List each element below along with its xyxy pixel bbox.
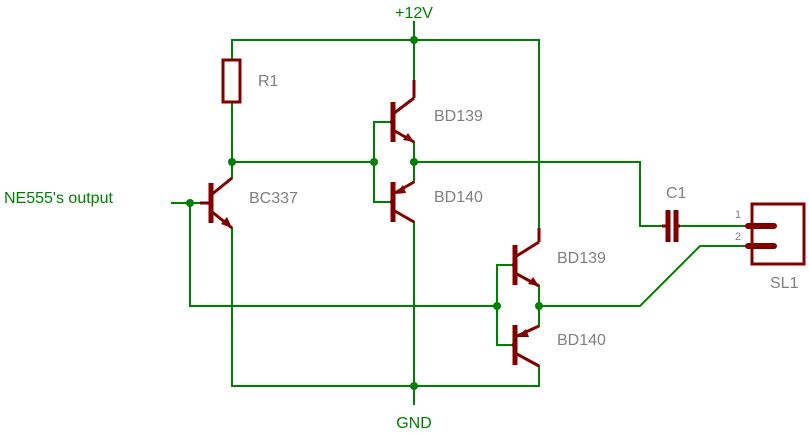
junction-mid1: [410, 158, 418, 166]
net-label-input: NE555's output: [4, 190, 113, 207]
transistor-bd139-stage1: [390, 80, 416, 144]
label-bc337: BC337: [249, 190, 298, 207]
net-label-vcc: +12V: [395, 5, 433, 22]
junction-gnd: [410, 382, 418, 390]
label-sl1-pin1: 1: [735, 209, 741, 221]
net-label-gnd: GND: [396, 415, 432, 432]
label-sl1-pin2: 2: [735, 231, 741, 243]
capacitor-c1: [662, 210, 680, 242]
wire-input-to-q2-bases: [189, 202, 498, 307]
junction-mid2: [535, 302, 543, 310]
junctions: [186, 36, 543, 390]
components: [200, 58, 806, 368]
junction-vcc: [410, 36, 418, 44]
wire-mid1-to-c1: [413, 161, 663, 227]
label-sl1: SL1: [770, 275, 799, 292]
wire-mid2-to-sl1: [538, 245, 749, 307]
label-r1: R1: [258, 73, 279, 90]
label-bd139-stage2: BD139: [557, 250, 606, 267]
transistor-bd140-stage2: [512, 324, 540, 368]
junction-q2-bases: [493, 302, 501, 310]
label-c1: C1: [666, 185, 687, 202]
transistor-bd140-stage1: [390, 180, 415, 224]
junction-q1-bases: [370, 158, 378, 166]
junction-input: [186, 199, 194, 207]
label-bd140-stage1: BD140: [434, 189, 483, 206]
connector-sl1: [745, 202, 806, 266]
junction-driver-collector: [228, 158, 236, 166]
label-bd139-stage1: BD139: [434, 108, 483, 125]
transistor-bc337: [200, 176, 233, 230]
labels: +12V GND NE555's output R1 BC337 BD139 B…: [4, 5, 799, 432]
transistor-bd139-stage2: [512, 228, 541, 288]
resistor-r1: [221, 58, 242, 104]
label-bd140-stage2: BD140: [557, 332, 606, 349]
